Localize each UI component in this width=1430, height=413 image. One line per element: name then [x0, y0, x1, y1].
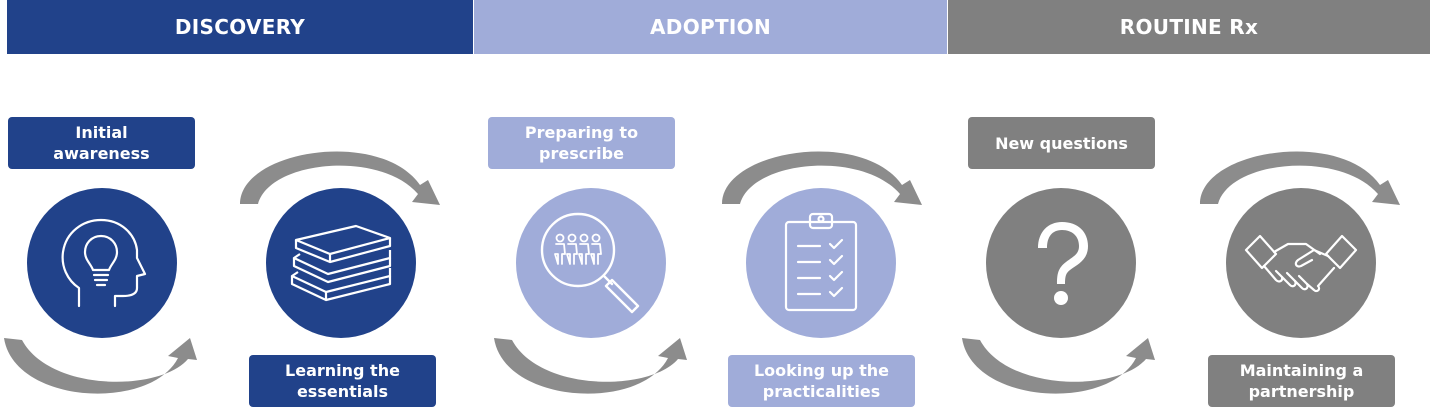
step-label-line: Preparing to — [524, 123, 639, 142]
handshake-icon — [1244, 234, 1358, 293]
step-label-line: practicalities — [762, 382, 881, 401]
stage-routine-bar: ROUTINE Rx — [948, 0, 1430, 54]
stage-discovery-bar: DISCOVERY — [7, 0, 473, 54]
stage-label: DISCOVERY — [174, 15, 306, 39]
step-label-line: New questions — [995, 133, 1128, 153]
magnifier-people-icon — [540, 212, 640, 314]
bottom-arc-arrow-3 — [962, 338, 1155, 394]
step-label-learning-the-essentials: Learning the essentials — [249, 355, 436, 407]
step-label-line: awareness — [53, 144, 150, 163]
step-label-maintaining-a-partnership: Maintaining a partnership — [1208, 355, 1395, 407]
head-lightbulb-icon — [61, 218, 147, 308]
stage-label: ROUTINE Rx — [1119, 15, 1259, 39]
question-mark-icon — [1038, 222, 1088, 305]
step-label-line: Looking up the — [753, 361, 890, 380]
step-circle-new-questions — [986, 188, 1136, 338]
step-label-new-questions: New questions — [968, 117, 1155, 169]
step-label-initial-awareness: Initial awareness — [8, 117, 195, 169]
step-label-line: essentials — [296, 382, 389, 401]
bottom-arc-arrow-1 — [4, 338, 197, 394]
top-arc-arrow-3 — [1200, 151, 1400, 205]
step-label-looking-up-the-practicalities: Looking up the practicalities — [728, 355, 915, 407]
step-label-line: prescribe — [539, 144, 624, 163]
step-label-line: partnership — [1248, 382, 1355, 401]
top-arc-arrow-2 — [722, 151, 922, 205]
step-circle-preparing-to-prescribe — [516, 188, 666, 338]
step-label-line: Initial — [75, 123, 128, 142]
step-circle-learning-the-essentials — [266, 188, 416, 338]
step-circle-maintaining-a-partnership — [1226, 188, 1376, 338]
books-icon — [290, 224, 392, 302]
bottom-arc-arrow-2 — [494, 338, 687, 394]
step-label-preparing-to-prescribe: Preparing to prescribe — [488, 117, 675, 169]
clipboard-checklist-icon — [784, 212, 858, 312]
step-circle-initial-awareness — [27, 188, 177, 338]
step-label-line: Maintaining a — [1239, 361, 1364, 380]
stage-adoption-bar: ADOPTION — [474, 0, 947, 54]
top-arc-arrow-1 — [240, 151, 440, 205]
stage-label: ADOPTION — [650, 15, 771, 39]
step-label-line: Learning the — [285, 361, 400, 380]
step-circle-looking-up-the-practicalities — [746, 188, 896, 338]
